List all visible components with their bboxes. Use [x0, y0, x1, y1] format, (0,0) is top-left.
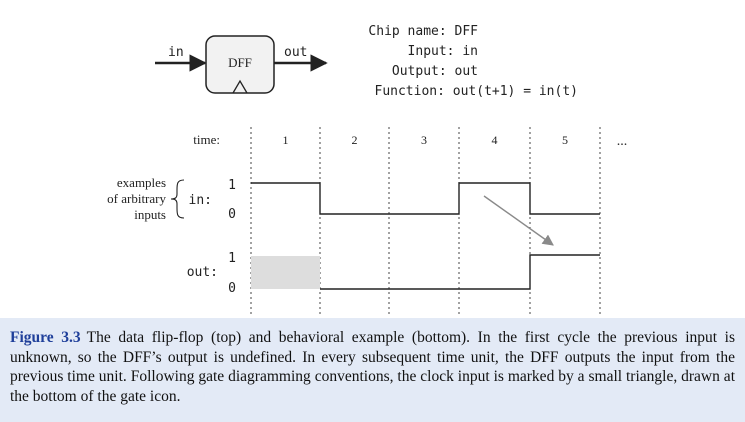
- in-level-high: 1: [228, 178, 236, 193]
- dff-gate: in DFF out: [155, 35, 328, 94]
- timing-diagram: time: 1 2 3 4 5 ... examples of arbitrary in…: [107, 127, 627, 314]
- spec-output: Output: out: [392, 64, 478, 79]
- time-ellipsis: ...: [617, 134, 628, 149]
- dff-chip-label: DFF: [228, 55, 252, 70]
- examples-note-line-3: inputs: [134, 207, 166, 222]
- time-unit-label: 1: [283, 133, 289, 147]
- examples-note-line-2: of arbitrary: [107, 191, 166, 206]
- out-undefined-region: [251, 256, 320, 289]
- clock-triangle-icon: [232, 79, 248, 94]
- gate-output-label: out: [284, 45, 307, 60]
- delay-arrow: [483, 195, 554, 246]
- time-unit-label: 2: [352, 133, 358, 147]
- dff-figure: in DFF out Chip name: DFF Input: in Outp…: [107, 24, 627, 314]
- in-waveform: [251, 182, 600, 215]
- out-signal-label: out:: [187, 265, 218, 280]
- spec-input: Input: in: [408, 44, 478, 59]
- examples-brace-icon: [170, 179, 185, 219]
- out-level-high: 1: [228, 251, 236, 266]
- caption-text: The data flip-flop (top) and behavioral …: [10, 329, 736, 405]
- out-waveform: [320, 254, 600, 290]
- time-label: time:: [193, 132, 220, 147]
- time-unit-label: 5: [562, 133, 568, 147]
- chip-spec: Chip name: DFF Input: in Output: out Fun…: [368, 24, 578, 99]
- out-level-low: 0: [228, 281, 236, 296]
- time-unit-labels: 1 2 3 4 5: [283, 133, 569, 147]
- gate-input-label: in: [168, 45, 184, 60]
- dff-chip-box: [205, 35, 275, 94]
- spec-function: Function: out(t+1) = in(t): [375, 84, 579, 99]
- spec-chip-name: Chip name: DFF: [368, 24, 478, 39]
- time-unit-label: 3: [421, 133, 427, 147]
- in-level-low: 0: [228, 207, 236, 222]
- in-signal-label: in:: [189, 193, 212, 208]
- time-unit-label: 4: [492, 133, 498, 147]
- caption-label: Figure 3.3: [10, 329, 81, 346]
- examples-note-line-1: examples: [117, 175, 166, 190]
